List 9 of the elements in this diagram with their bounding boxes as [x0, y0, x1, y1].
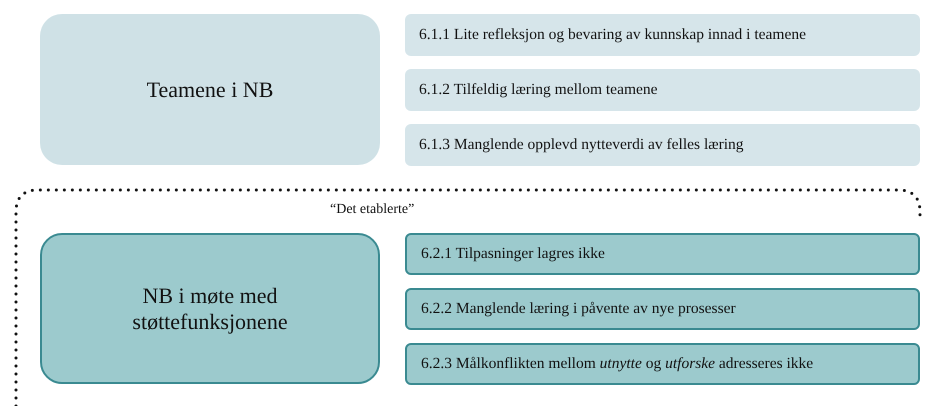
group-box: Teamene i NB	[40, 14, 380, 165]
item-box: 6.2.1 Tilpasninger lagres ikke	[405, 233, 920, 275]
item-box: 6.2.3 Målkonflikten mellom utnytte og utforske adresseres ikke	[405, 343, 920, 385]
item-box: 6.2.2 Manglende læring i påvente av nye prosesser	[405, 288, 920, 330]
item-box: 6.1.3 Manglende opplevd nytteverdi av felles læring	[405, 124, 920, 166]
group-label: “Det etablerte”	[330, 202, 414, 218]
item-box: 6.1.1 Lite refleksjon og bevaring av kunnskap innad i teamene	[405, 14, 920, 56]
group-box: NB i møte med støttefunksjonene	[40, 233, 380, 384]
item-box: 6.1.2 Tilfeldig læring mellom teamene	[405, 69, 920, 111]
